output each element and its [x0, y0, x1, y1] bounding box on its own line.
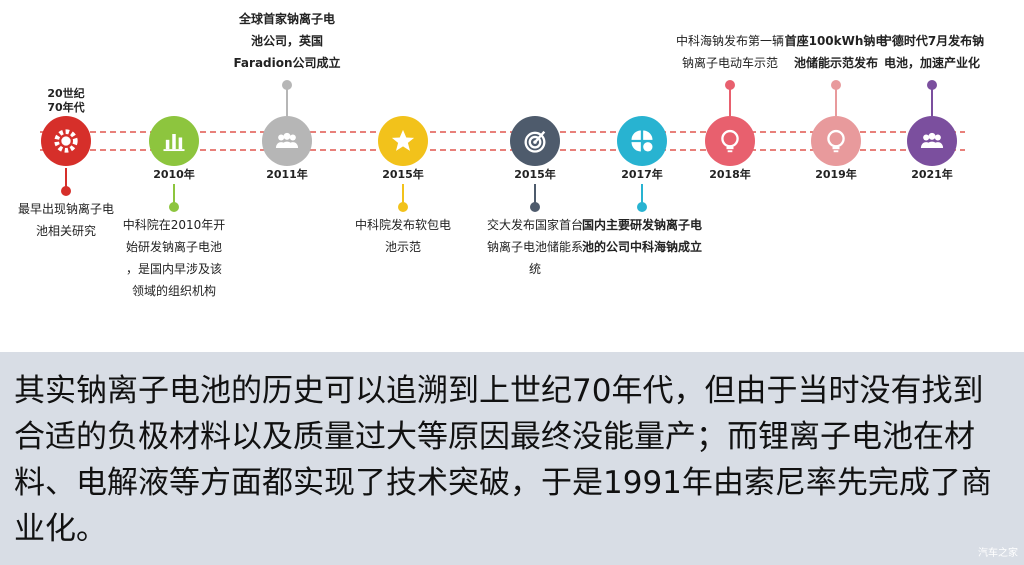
timeline-year: 2015年 [514, 168, 556, 181]
connector-dot [637, 202, 647, 212]
target-icon [524, 130, 546, 153]
connector-stem [286, 88, 288, 116]
connector-dot [831, 80, 841, 90]
people-icon [275, 132, 299, 148]
timeline-description: 中科院发布软包电 池示范 [354, 218, 451, 254]
timeline-node [811, 116, 861, 166]
caption-panel: 其实钠离子电池的历史可以追溯到上世纪70年代，但由于当时没有找到合适的负极材料以… [0, 352, 1024, 565]
timeline-node [907, 116, 957, 166]
connector-stem [729, 88, 731, 116]
connector-dot [61, 186, 71, 196]
connector-stem [173, 184, 175, 204]
timeline-year: 2021年 [911, 168, 953, 181]
timeline-node [41, 116, 91, 166]
timeline-description: 最早出现钠离子电 池相关研究 [17, 202, 114, 238]
timeline-node [149, 116, 199, 166]
timeline-year: 2015年 [382, 168, 424, 181]
watermark: 汽车之家 [978, 548, 1018, 559]
timeline-year: 2010年 [153, 168, 195, 181]
connector-stem [402, 184, 404, 204]
star-icon [391, 129, 415, 151]
timeline-year: 20世纪 70年代 [47, 87, 85, 114]
connector-stem [835, 88, 837, 116]
lightbulb-icon [827, 129, 845, 153]
connector-dot [927, 80, 937, 90]
timeline-diagram: 20世纪 70年代最早出现钠离子电 池相关研究 2010年中科院在2010年开 始… [17, 12, 985, 298]
connector-dot [530, 202, 540, 212]
connector-dot [398, 202, 408, 212]
timeline-node [378, 116, 428, 166]
people-icon [920, 132, 944, 148]
timeline-node [617, 116, 667, 166]
timeline-description: 交大发布国家首台 钠离子电池储能系 统 [486, 218, 583, 276]
connector-dot [169, 202, 179, 212]
connector-dot [725, 80, 735, 90]
timeline-description: 中科海钠发布第一辆 钠离子电动车示范 [675, 34, 784, 70]
lightbulb-icon [721, 129, 739, 153]
timeline-year: 2019年 [815, 168, 857, 181]
bar-chart-icon [163, 134, 185, 152]
connector-stem [534, 184, 536, 204]
timeline-description: 国内主要研发钠离子电 池的公司中科海钠成立 [581, 218, 702, 254]
connector-stem [931, 88, 933, 116]
timeline-node [510, 116, 560, 166]
timeline-year: 2018年 [709, 168, 751, 181]
timeline-description: 中科院在2010年开 始研发钠离子电池 ，是国内早涉及该 领域的组织机构 [122, 218, 226, 298]
caption-text: 其实钠离子电池的历史可以追溯到上世纪70年代，但由于当时没有找到合适的负极材料以… [14, 373, 992, 547]
timeline-node [705, 116, 755, 166]
connector-stem [65, 168, 67, 188]
gear-icon [54, 129, 78, 153]
connector-stem [641, 184, 643, 204]
timeline-node [262, 116, 312, 166]
timeline-year: 2017年 [621, 168, 663, 181]
connector-dot [282, 80, 292, 90]
shapes-icon [631, 130, 653, 152]
timeline-description: 宁德时代7月发布钠 电池，加速产业化 [879, 34, 985, 70]
timeline-description: 全球首家钠离子电 池公司，英国 Faradion公司成立 [233, 12, 341, 70]
timeline-year: 2011年 [266, 168, 308, 181]
timeline-description: 首座100kWh钠电 池储能示范发布 [784, 34, 888, 70]
